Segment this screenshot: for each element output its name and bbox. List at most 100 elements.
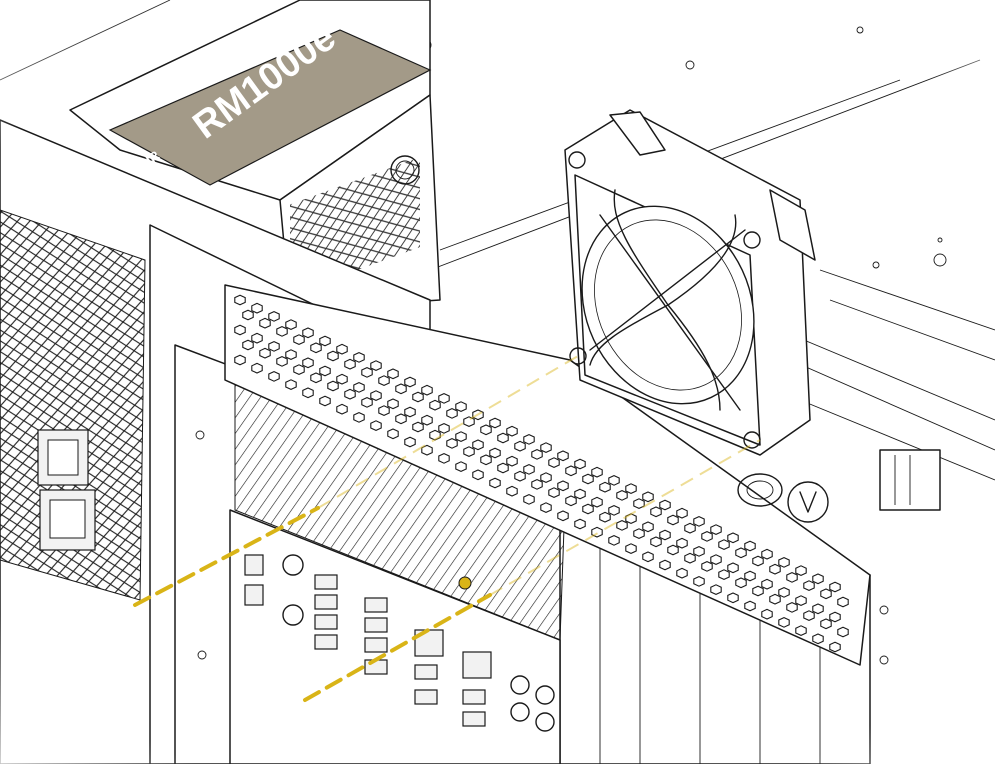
vent-hole bbox=[421, 414, 433, 426]
vent-hole bbox=[667, 544, 679, 556]
vent-hole bbox=[650, 506, 662, 518]
vent-hole bbox=[599, 511, 611, 523]
vent-hole bbox=[268, 370, 280, 382]
vent-hole bbox=[251, 332, 263, 344]
vent-hole bbox=[446, 407, 458, 419]
vent-hole bbox=[752, 555, 764, 567]
vent-hole bbox=[574, 518, 586, 530]
vent-hole bbox=[319, 335, 331, 347]
vent-hole bbox=[795, 595, 807, 607]
vent-hole bbox=[727, 562, 739, 574]
vent-hole bbox=[608, 504, 620, 516]
vent-hole bbox=[395, 383, 407, 395]
vent-hole bbox=[582, 503, 594, 515]
vent-hole bbox=[361, 366, 373, 378]
vent-hole bbox=[523, 433, 535, 445]
vent-hole bbox=[514, 440, 526, 452]
usb-port-icon bbox=[314, 614, 338, 630]
vent-hole bbox=[242, 309, 254, 321]
vent-hole bbox=[557, 450, 569, 462]
vent-hole bbox=[778, 556, 790, 568]
usb-port-icon bbox=[314, 634, 338, 650]
vent-hole bbox=[582, 473, 594, 485]
usb-port-icon bbox=[414, 689, 438, 705]
vent-hole bbox=[446, 437, 458, 449]
vent-hole bbox=[293, 334, 305, 346]
vent-hole bbox=[276, 325, 288, 337]
vent-hole bbox=[285, 349, 297, 361]
vent-hole bbox=[378, 405, 390, 417]
vent-hole bbox=[438, 392, 450, 404]
vent-hole bbox=[421, 384, 433, 396]
vent-hole bbox=[710, 524, 722, 536]
vent-hole bbox=[574, 458, 586, 470]
vent-hole bbox=[778, 616, 790, 628]
vent-hole bbox=[693, 515, 705, 527]
vent-hole bbox=[336, 343, 348, 355]
screw-hole-icon bbox=[872, 261, 880, 269]
vent-hole bbox=[659, 559, 671, 571]
vent-hole bbox=[812, 633, 824, 645]
vent-hole bbox=[769, 593, 781, 605]
vent-hole bbox=[633, 528, 645, 540]
vent-hole bbox=[463, 446, 475, 458]
vent-hole bbox=[693, 575, 705, 587]
usb-port-icon bbox=[414, 664, 438, 680]
vent-hole bbox=[718, 539, 730, 551]
vent-hole bbox=[302, 387, 314, 399]
vent-hole bbox=[565, 465, 577, 477]
usb-port-icon bbox=[314, 594, 338, 610]
vent-hole bbox=[701, 560, 713, 572]
usb-port-icon bbox=[364, 637, 388, 653]
vent-hole bbox=[557, 480, 569, 492]
vent-hole bbox=[276, 355, 288, 367]
vent-hole bbox=[242, 339, 254, 351]
vent-hole bbox=[557, 510, 569, 522]
vent-hole bbox=[438, 452, 450, 464]
vent-hole bbox=[829, 581, 841, 593]
vent-hole bbox=[259, 347, 271, 359]
vent-hole bbox=[540, 472, 552, 484]
vent-hole bbox=[693, 545, 705, 557]
vent-hole bbox=[829, 641, 841, 653]
vent-hole bbox=[489, 447, 501, 459]
vent-hole bbox=[761, 578, 773, 590]
vent-hole bbox=[336, 403, 348, 415]
vent-hole bbox=[676, 537, 688, 549]
vent-hole bbox=[761, 548, 773, 560]
usb-port-icon bbox=[364, 659, 388, 675]
vent-hole bbox=[302, 357, 314, 369]
vent-hole bbox=[761, 608, 773, 620]
vent-hole bbox=[752, 585, 764, 597]
usb-port-icon bbox=[364, 617, 388, 633]
vent-hole bbox=[429, 399, 441, 411]
vent-hole bbox=[472, 439, 484, 451]
vent-hole bbox=[829, 611, 841, 623]
vent-hole bbox=[336, 373, 348, 385]
vent-hole bbox=[387, 428, 399, 440]
vent-hole bbox=[812, 603, 824, 615]
usb-port-icon bbox=[244, 584, 264, 606]
vent-hole bbox=[837, 596, 849, 608]
vent-hole bbox=[361, 396, 373, 408]
vent-hole bbox=[727, 532, 739, 544]
vent-hole bbox=[378, 375, 390, 387]
vent-hole bbox=[370, 390, 382, 402]
vent-hole bbox=[684, 522, 696, 534]
vent-hole bbox=[387, 398, 399, 410]
ethernet-port-icon bbox=[462, 651, 492, 679]
vent-hole bbox=[548, 457, 560, 469]
vent-hole bbox=[506, 425, 518, 437]
vent-hole bbox=[497, 462, 509, 474]
usb-port-icon bbox=[462, 711, 486, 727]
vent-hole bbox=[506, 455, 518, 467]
vent-hole bbox=[744, 540, 756, 552]
vent-hole bbox=[353, 381, 365, 393]
vent-hole bbox=[319, 395, 331, 407]
vent-hole bbox=[642, 491, 654, 503]
vent-hole bbox=[353, 351, 365, 363]
vent-hole bbox=[344, 388, 356, 400]
vent-hole bbox=[786, 601, 798, 613]
vent-hole bbox=[803, 610, 815, 622]
